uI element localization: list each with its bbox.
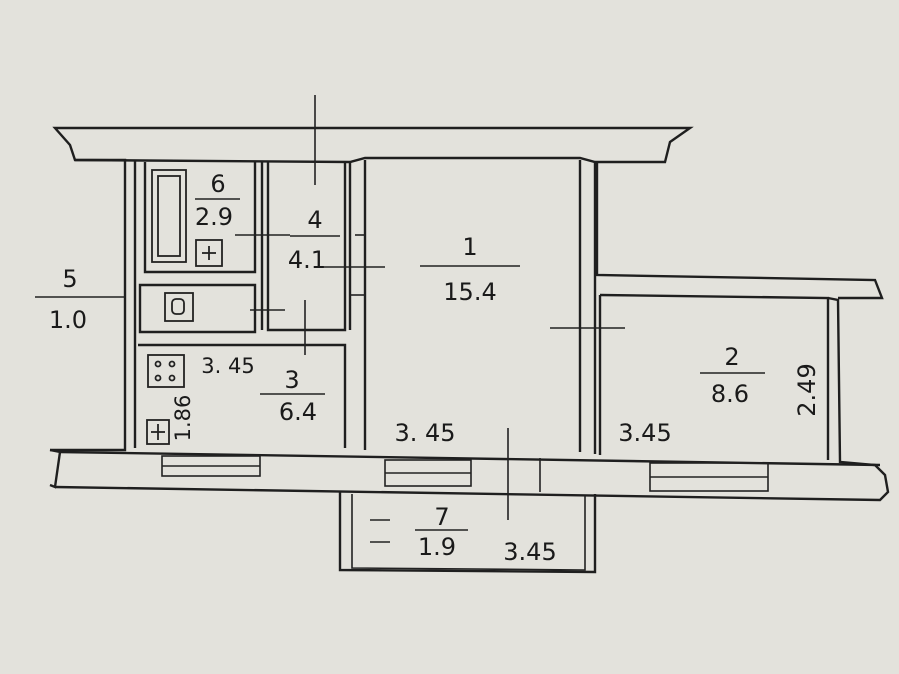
balcony-width: 3.45 [503,538,556,566]
bathtub-icon [151,169,187,263]
tick-marks [235,95,625,520]
balcony [338,492,597,574]
room-5-area: 1.0 [49,306,87,334]
room-1-width: 3. 45 [394,419,455,447]
room-1-label: 1 15.4 [420,233,520,306]
room-7-number: 7 [434,503,449,531]
room-7-label: 7 1.9 [415,503,468,561]
room-5-number: 5 [62,265,77,293]
kitchen-sink-icon [146,419,170,445]
toilet-icon [164,292,194,322]
room-7-area: 1.9 [418,533,456,561]
room-6-label: 6 2.9 [195,170,240,231]
kitchen-depth: 1.86 [171,395,195,442]
room-6-number: 6 [210,170,225,198]
room-3-number: 3 [284,366,299,394]
room-2-area: 8.6 [711,380,749,408]
room-1-area: 15.4 [443,278,496,306]
room-4-label: 4 4.1 [288,206,340,274]
room-2-width: 3.45 [618,419,671,447]
fixtures [146,169,223,445]
room-2-depth: 2.49 [793,363,821,416]
room-2-number: 2 [724,343,739,371]
room-6-area: 2.9 [195,203,233,231]
exterior-walls [49,126,890,502]
room-2-label: 2 8.6 [700,343,765,408]
room-3-area: 6.4 [279,398,317,426]
kitchen-width: 3. 45 [201,354,254,378]
windows [161,455,769,492]
sink-icon [195,239,223,267]
room-1-number: 1 [462,233,477,261]
room-5-label: 5 1.0 [35,265,125,334]
room-3-label: 3 6.4 [260,366,325,426]
stove-icon [147,354,185,388]
dimension-labels: 3. 45 3.45 2.49 3. 45 1.86 3.45 [171,354,821,566]
internal-walls [133,160,830,460]
room-4-area: 4.1 [288,246,326,274]
room-4-number: 4 [307,206,322,234]
